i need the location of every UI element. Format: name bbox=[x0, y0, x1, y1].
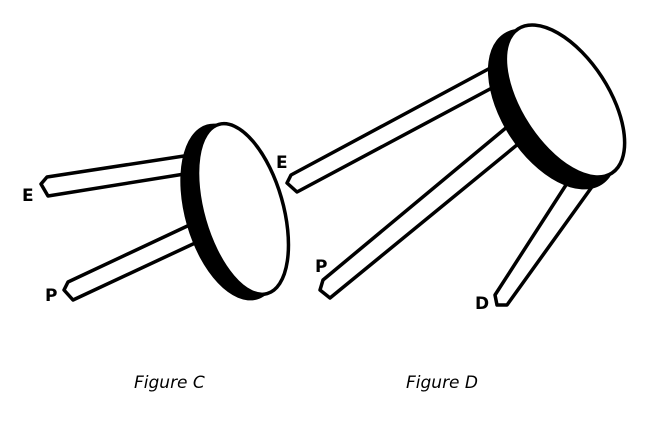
figure-c-leg-e bbox=[39, 152, 199, 198]
figure-d-label-e: E bbox=[276, 153, 288, 173]
figure-d-label-p: P bbox=[315, 257, 327, 277]
figure-c-label-e: E bbox=[22, 186, 34, 206]
figure-d: E P D bbox=[276, 23, 627, 314]
figure-d-label-d: D bbox=[475, 294, 489, 314]
figure-d-leg-d bbox=[493, 169, 596, 307]
figure-c-seat bbox=[180, 121, 291, 301]
figure-c: E P bbox=[22, 121, 291, 306]
figure-d-seat bbox=[487, 23, 627, 190]
figure-d-caption: Figure D bbox=[406, 373, 479, 393]
figure-c-label-p: P bbox=[45, 286, 57, 306]
figure-c-caption: Figure C bbox=[134, 373, 205, 393]
